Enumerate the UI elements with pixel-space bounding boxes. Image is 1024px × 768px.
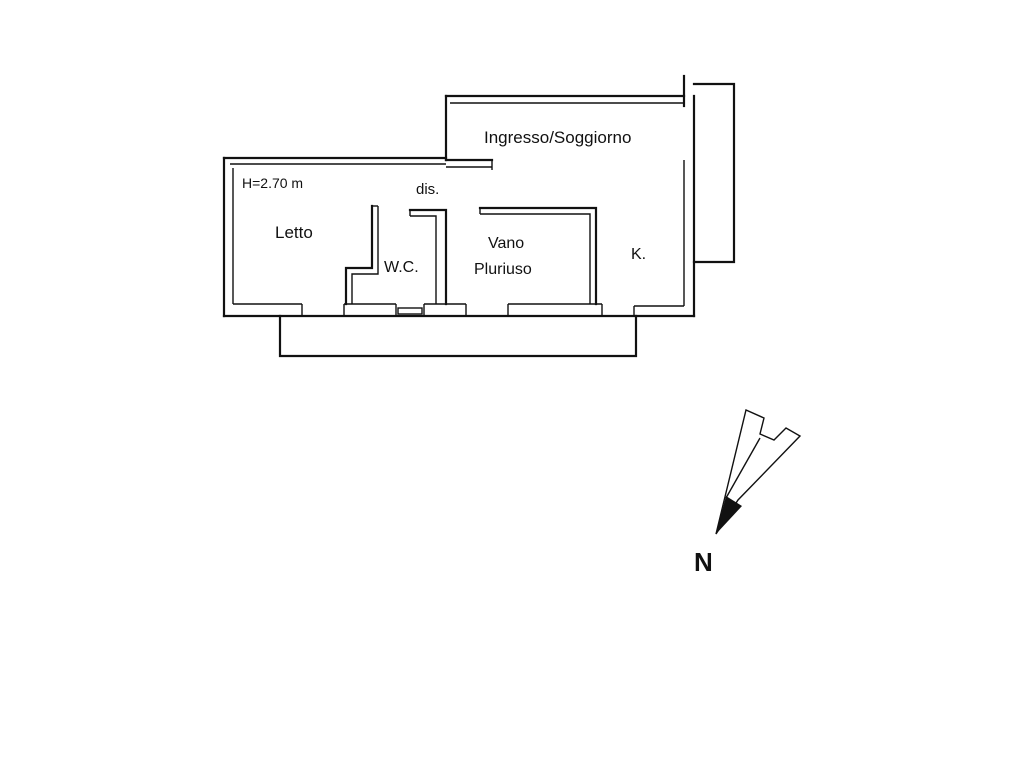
room-label-dis: dis. [416, 181, 439, 198]
room-label-pluriuso: Pluriuso [474, 261, 532, 278]
interior-partitions [344, 204, 598, 306]
room-label-vano: Vano [488, 235, 524, 252]
north-label: N [694, 547, 713, 577]
room-label-ingresso: Ingresso/Soggiorno [484, 128, 631, 147]
exterior-walls [222, 74, 696, 318]
room-label-cucina: K. [631, 246, 646, 263]
bottom-wall-segments [233, 303, 684, 316]
balconies [278, 82, 736, 358]
room-labels: Ingresso/Soggiorno H=2.70 m dis. Letto W… [242, 128, 646, 278]
room-label-wc: W.C. [384, 259, 419, 276]
room-label-letto: Letto [275, 223, 313, 242]
height-note: H=2.70 m [242, 175, 303, 191]
north-arrow-icon: N [694, 409, 802, 577]
